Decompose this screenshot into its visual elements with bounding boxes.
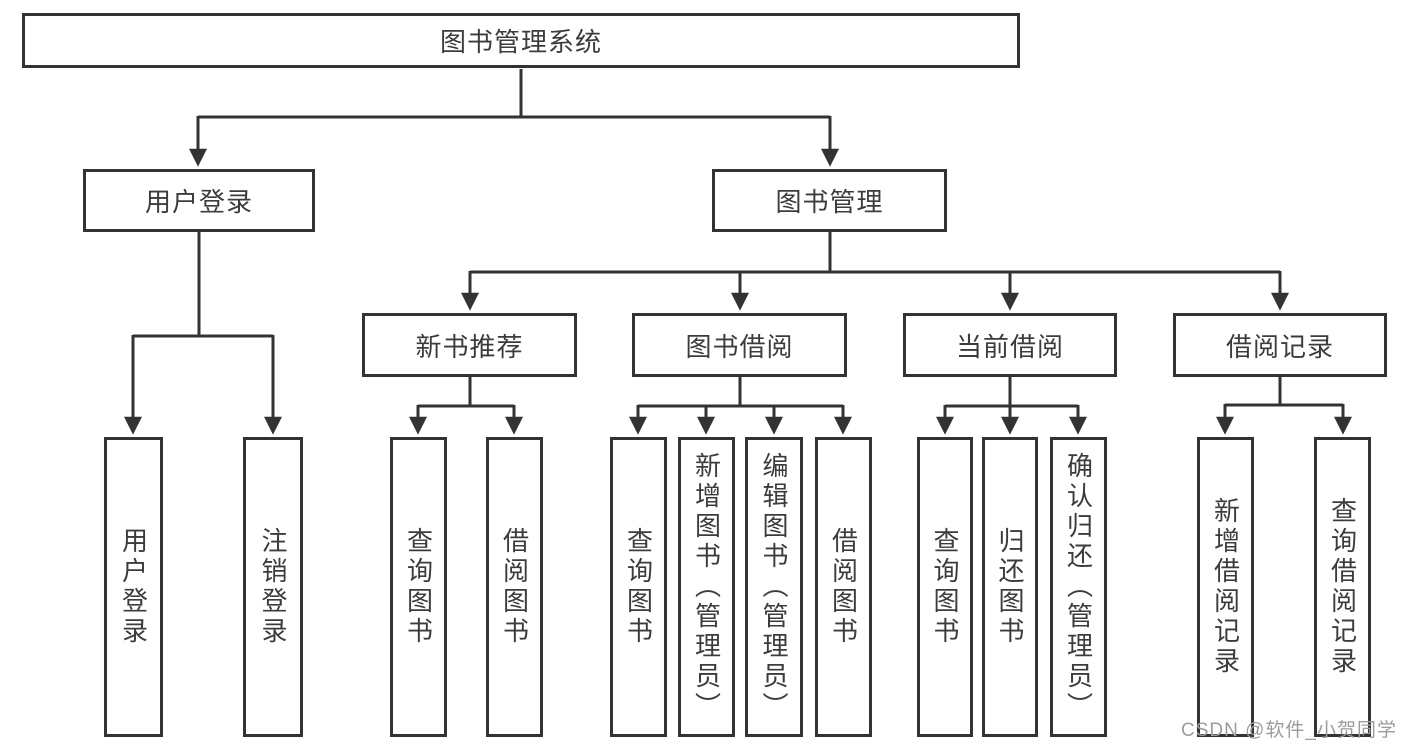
connector-book-mgmt-children	[461, 232, 1289, 311]
node-new-book-recommend: 新书推荐	[362, 313, 577, 377]
connector-user-login-children	[124, 232, 282, 435]
node-user-login: 用户登录	[83, 169, 315, 232]
leaf-query-borrow-record: 查询借阅记录	[1314, 437, 1371, 737]
leaf-query-book-1: 查询图书	[390, 437, 447, 737]
leaf-query-book-2: 查询图书	[610, 437, 667, 737]
leaf-label: 用户登录	[118, 527, 149, 647]
leaf-label: 归还图书	[995, 527, 1025, 647]
leaf-label: 查询借阅记录	[1327, 497, 1358, 677]
leaf-borrow-book-2: 借阅图书	[815, 437, 872, 737]
leaf-label: 借阅图书	[828, 527, 859, 647]
leaf-label: 编辑图书（管理员）	[759, 452, 789, 722]
leaf-label: 查询图书	[403, 527, 434, 647]
node-borrow-record: 借阅记录	[1173, 313, 1387, 377]
connector-book-borrow-children	[629, 377, 852, 435]
leaf-user-login: 用户登录	[104, 437, 163, 737]
leaf-borrow-book-1: 借阅图书	[486, 437, 543, 737]
leaf-label: 借阅图书	[499, 527, 530, 647]
leaf-edit-book-admin: 编辑图书（管理员）	[745, 437, 803, 737]
connector-current-borrow-children	[936, 377, 1087, 435]
leaf-return-book: 归还图书	[982, 437, 1038, 737]
leaf-label: 查询图书	[930, 527, 960, 647]
node-book-management: 图书管理	[712, 169, 947, 232]
leaf-query-book-3: 查询图书	[917, 437, 973, 737]
leaf-label: 新增图书（管理员）	[691, 452, 722, 722]
leaf-add-book-admin: 新增图书（管理员）	[678, 437, 735, 737]
connector-root-to-level2	[189, 69, 839, 167]
leaf-confirm-return-admin: 确认归还（管理员）	[1050, 437, 1107, 737]
node-library-system: 图书管理系统	[22, 13, 1020, 68]
connector-new-book-children	[409, 377, 523, 435]
connector-borrow-record-children	[1216, 377, 1352, 435]
leaf-label: 查询图书	[623, 527, 654, 647]
node-book-borrow: 图书借阅	[632, 313, 847, 377]
node-current-borrow: 当前借阅	[903, 313, 1117, 377]
csdn-watermark: CSDN @软件_小贺同学	[1181, 720, 1397, 741]
leaf-add-borrow-record: 新增借阅记录	[1197, 437, 1254, 737]
leaf-label: 新增借阅记录	[1210, 497, 1241, 677]
leaf-label: 注销登录	[258, 527, 288, 647]
leaf-label: 确认归还（管理员）	[1063, 452, 1094, 722]
leaf-logout: 注销登录	[243, 437, 303, 737]
